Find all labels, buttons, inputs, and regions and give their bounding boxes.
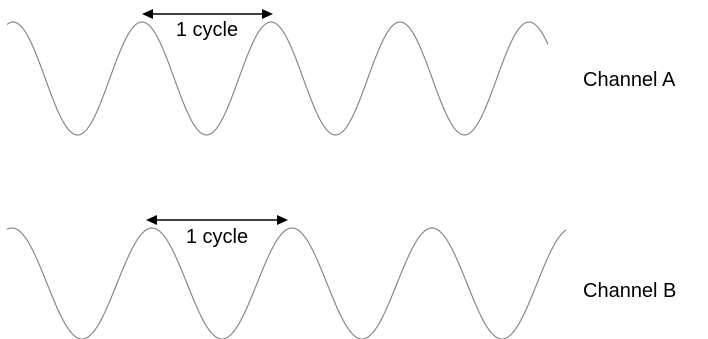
channel-b-cycle-label: 1 cycle bbox=[186, 226, 248, 248]
channel-a: 1 cycle Channel A bbox=[6, 9, 676, 136]
channel-a-arrowhead-left bbox=[142, 9, 153, 19]
channel-a-cycle-label: 1 cycle bbox=[176, 19, 238, 41]
channel-a-label: Channel A bbox=[583, 69, 676, 91]
channel-b: 1 cycle Channel B bbox=[6, 215, 676, 339]
channel-b-waveform bbox=[6, 227, 567, 339]
channel-a-waveform bbox=[6, 21, 549, 136]
channel-b-label: Channel B bbox=[583, 280, 676, 302]
channel-a-arrowhead-right bbox=[262, 9, 273, 19]
channel-b-arrowhead-right bbox=[277, 215, 288, 225]
channel-b-arrowhead-left bbox=[146, 215, 157, 225]
